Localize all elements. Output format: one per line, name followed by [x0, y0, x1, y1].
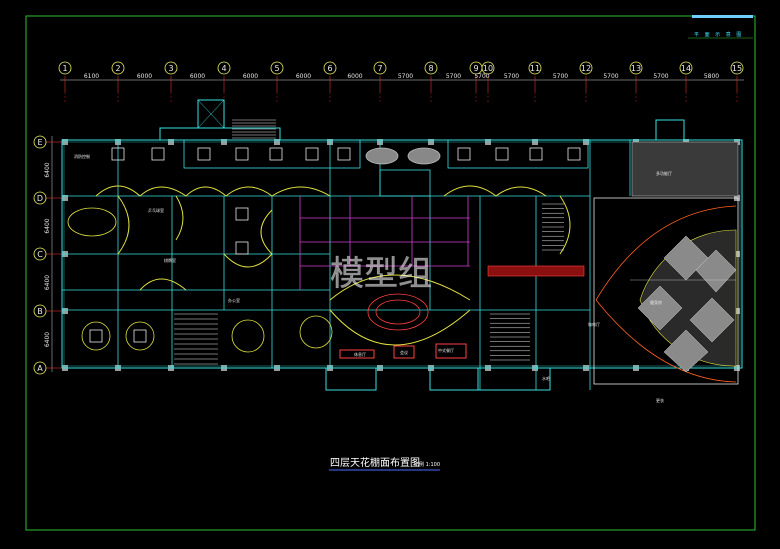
interior-walls [62, 139, 631, 390]
room-label-8: 中式餐厅 [438, 347, 454, 353]
axis-label-row: C [37, 250, 43, 259]
dimension-label-top: 5700 [398, 73, 413, 80]
dimension-label-top: 5700 [474, 73, 489, 80]
room-label-3: 多功能厅 [656, 170, 672, 176]
axis-bubble-row [33, 361, 47, 375]
axis-bubble-col [629, 61, 643, 75]
room-label-12: 会议 [400, 349, 408, 355]
column-post [62, 308, 68, 314]
magenta-partitions [299, 196, 470, 290]
axis-label-col: 15 [732, 64, 742, 73]
dimension-label-side: 6400 [44, 162, 51, 177]
dimension-label-side: 6400 [44, 275, 51, 290]
dimension-label-top: 6000 [296, 73, 311, 80]
room-label-5: 棋牌室 [164, 257, 176, 263]
axis-label-row: D [37, 194, 43, 203]
dimension-label-top: 6000 [137, 73, 152, 80]
room-label-1: 消防控制 [74, 153, 90, 159]
axis-bubble-col [528, 61, 542, 75]
axis-label-col: 10 [483, 64, 493, 73]
axis-bubble-col [679, 61, 693, 75]
axis-bubble-row [33, 191, 47, 205]
room-labels: 消防控制 乒乓球室 多功能厅 健身房 棋牌室 办公室 休息厅 中式餐厅 水吧 咖… [74, 153, 672, 403]
axis-label-col: 2 [115, 64, 120, 73]
axis-bubble-row [33, 304, 47, 318]
red-accents [339, 265, 585, 359]
dimension-label-top: 6000 [347, 73, 362, 80]
hatched-terrace [631, 141, 739, 197]
light-fixtures [89, 147, 581, 343]
ceiling-arcs [95, 185, 571, 346]
sheet-frame [25, 15, 756, 531]
dimension-label-top: 5700 [553, 73, 568, 80]
axis-bubble-col [217, 61, 231, 75]
axis-label-col: 6 [327, 64, 332, 73]
axis-label-col: 3 [168, 64, 173, 73]
dimension-label-top: 5700 [603, 73, 618, 80]
column-post [62, 195, 68, 201]
axis-bubble-col [323, 61, 337, 75]
title-block-bar [692, 15, 753, 18]
axis-bubble-col [58, 61, 72, 75]
axis-label-row: A [37, 364, 43, 373]
axis-label-col: 8 [428, 64, 433, 73]
axis-label-col: 14 [681, 64, 691, 73]
title-block-label: 平 面 示 意 图 [694, 31, 743, 38]
axis-label-col: 5 [274, 64, 279, 73]
dimension-label-side: 6400 [44, 332, 51, 347]
axis-bubble-col [111, 61, 125, 75]
axis-bubble-row [33, 247, 47, 261]
room-label-10: 咖啡厅 [588, 321, 600, 327]
axis-label-col: 12 [581, 64, 591, 73]
axis-bubble-row [33, 135, 47, 149]
axis-label-col: 11 [530, 64, 540, 73]
dimension-label-top: 5800 [704, 73, 719, 80]
axis-bubble-col [579, 61, 593, 75]
watermark: 模型组 [330, 254, 432, 294]
axis-label-col: 9 [473, 64, 478, 73]
axis-label-row: B [37, 307, 43, 316]
room-label-9: 水吧 [542, 375, 550, 381]
axis-label-row: E [37, 138, 42, 147]
dimension-label-top: 5700 [446, 73, 461, 80]
room-label-11: 更衣 [656, 397, 664, 403]
axis-label-col: 7 [377, 64, 382, 73]
axis-bubble-col [730, 61, 744, 75]
axis-label-col: 4 [221, 64, 226, 73]
column-post [734, 251, 740, 257]
axis-label-col: 13 [631, 64, 641, 73]
room-label-4: 健身房 [650, 299, 662, 305]
axis-bubble-col [373, 61, 387, 75]
dimension-label-side: 6400 [44, 218, 51, 233]
axis-bubble-col [424, 61, 438, 75]
drawing-title: 四层天花棚面布置图 [330, 456, 420, 469]
axis-bubble-col [481, 61, 495, 75]
stair-hatching [174, 119, 564, 365]
dimension-label-top: 6000 [190, 73, 205, 80]
round-hall [593, 197, 739, 385]
column-post [734, 308, 740, 314]
dimension-label-top: 5700 [653, 73, 668, 80]
room-label-7: 休息厅 [354, 351, 366, 357]
drawing-scale: 比例 1:100 [414, 461, 440, 468]
axis-label-col: 1 [62, 64, 67, 73]
room-label-6: 办公室 [228, 297, 240, 303]
dimension-label-top: 6000 [243, 73, 258, 80]
ceiling-ellipses [67, 147, 441, 353]
dimension-label-top: 5700 [504, 73, 519, 80]
axis-bubble-col [270, 61, 284, 75]
axis-bubble-col [164, 61, 178, 75]
room-label-2: 乒乓球室 [148, 207, 164, 213]
dimension-label-top: 6100 [84, 73, 99, 80]
